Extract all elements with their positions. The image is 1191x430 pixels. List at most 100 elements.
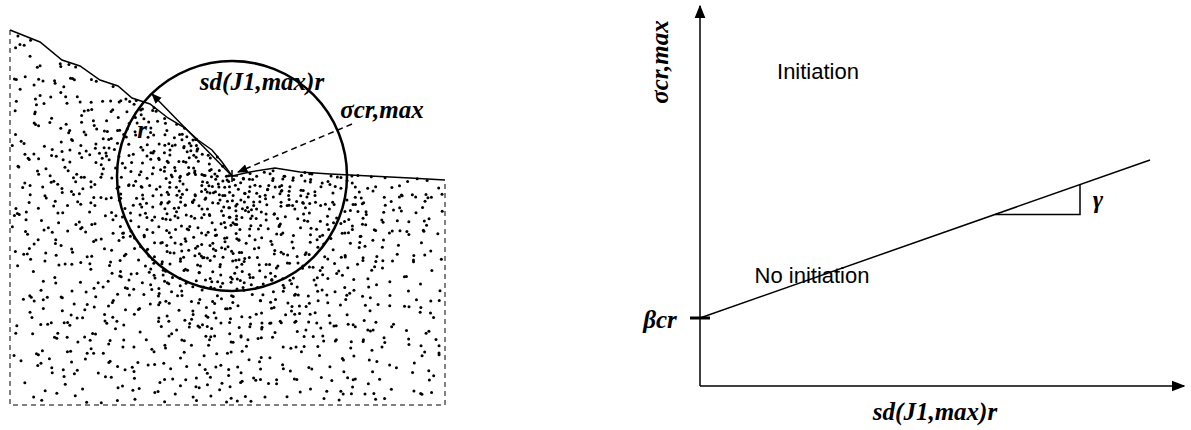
material-point [293,313,296,316]
material-point [123,254,126,257]
material-point [289,369,292,372]
material-point [398,206,401,209]
material-point [29,193,32,196]
material-point [124,166,127,169]
material-point [198,326,201,329]
material-point [141,193,144,196]
material-point [264,276,267,279]
material-point [343,286,346,289]
material-point [343,231,346,234]
material-point [165,177,168,180]
material-point [420,393,423,396]
material-point [73,302,76,305]
material-point [407,289,410,292]
material-point [83,130,86,133]
material-point [195,149,198,152]
material-point [326,223,329,226]
material-point [163,151,166,154]
material-point [37,207,40,210]
material-point [83,176,86,179]
material-point [265,218,268,221]
material-point [206,325,209,328]
material-point [239,199,242,202]
material-point [307,295,310,298]
material-point [87,109,90,112]
material-point [80,114,83,117]
material-point [37,353,40,356]
material-point [71,251,74,254]
material-point [358,190,361,193]
material-point [146,177,149,180]
material-point [101,100,104,103]
material-point [221,282,224,285]
material-point [119,259,122,262]
material-point [298,312,301,315]
material-point [90,255,93,258]
material-point [438,289,441,292]
material-point [328,314,331,317]
material-point [344,298,347,301]
material-point [173,166,176,169]
material-point [41,349,44,352]
material-point [103,247,106,250]
material-point [25,211,28,214]
region-label: No initiation [755,264,870,288]
material-point [137,259,140,262]
material-point [33,299,36,302]
material-point [107,280,110,283]
material-point [384,204,387,207]
material-point [266,188,269,191]
material-point [247,196,250,199]
material-point [351,225,354,228]
material-point [135,272,138,275]
material-point [116,293,119,296]
material-point [49,96,52,99]
material-point [52,180,55,183]
material-point [220,297,223,300]
material-point [397,244,400,247]
material-point [180,138,183,141]
material-point [359,235,362,238]
material-point [248,316,251,319]
material-point [226,352,229,355]
material-point [111,301,114,304]
material-point [211,270,214,273]
material-point [293,207,296,210]
material-point [121,384,124,387]
material-point [175,186,178,189]
material-point [223,186,226,189]
material-point [16,264,19,267]
material-point [282,290,285,293]
material-point [164,218,167,221]
material-point [374,260,377,263]
material-point [48,121,51,124]
material-point [281,232,284,235]
material-point [232,252,235,255]
material-point [219,263,222,266]
material-point [190,318,193,321]
material-point [147,120,150,123]
material-point [208,163,211,166]
material-point [248,178,251,181]
material-point [127,154,130,157]
material-point [211,221,214,224]
material-point [359,235,362,238]
material-point [241,207,244,210]
material-point [308,212,311,215]
material-point [194,385,197,388]
material-point [70,190,73,193]
material-point [293,294,296,297]
material-point [422,229,425,232]
material-point [133,398,136,401]
material-point [261,293,264,296]
material-point [119,270,122,273]
material-point [67,131,70,134]
material-point [195,279,198,282]
material-point [374,185,377,188]
material-point [83,308,86,311]
material-point [70,138,73,141]
material-point [314,201,317,204]
material-point [236,304,239,307]
material-point [339,222,342,225]
material-point [145,202,148,205]
